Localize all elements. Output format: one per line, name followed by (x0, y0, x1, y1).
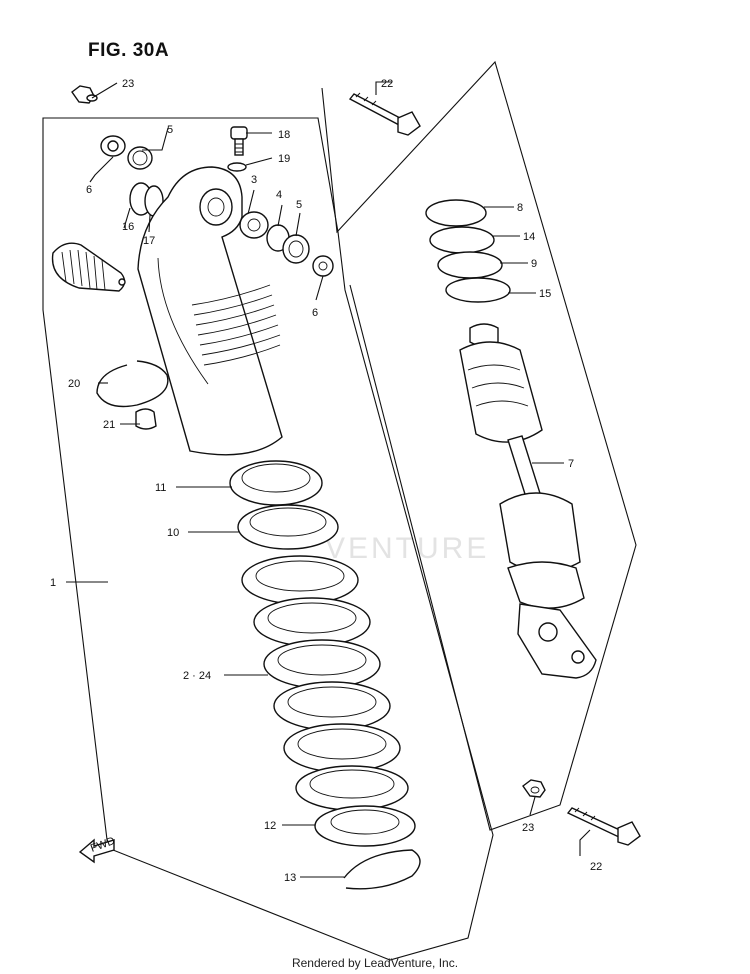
callout-15: 15 (539, 288, 551, 300)
damper-frame (321, 60, 637, 831)
watermark: VENTURE (325, 532, 489, 565)
callout-17: 17 (143, 235, 155, 247)
callout-6: 6 (86, 184, 92, 196)
callout-9: 9 (531, 258, 537, 270)
leader-lines (66, 81, 591, 878)
coil-spring-part-2 (241, 555, 409, 811)
callout-10: 10 (167, 527, 179, 539)
callout-22: 22 (590, 861, 602, 873)
flange-nut-part-23-top (71, 85, 98, 104)
callout-21: 21 (103, 419, 115, 431)
cap-part-21 (135, 408, 157, 430)
callout-19: 19 (278, 153, 290, 165)
assembly-frame (42, 117, 494, 961)
fwd-arrow-icon (78, 838, 115, 864)
bolt-part-18 (230, 126, 248, 156)
ring-part-9 (437, 251, 503, 279)
clip-part-13 (343, 849, 421, 890)
bearing-part-3 (239, 211, 269, 239)
reservoir-bladder (51, 242, 126, 292)
callout-6: 6 (312, 307, 318, 319)
callout-16: 16 (122, 221, 134, 233)
seal-part-5-left (127, 146, 153, 170)
callout-2-24: 2 · 24 (183, 670, 211, 682)
nut-part-11 (229, 460, 323, 506)
ring-part-15 (445, 277, 511, 303)
callout-8: 8 (517, 202, 523, 214)
damper-rod-part-7 (459, 323, 597, 679)
bushing-part-6-left (100, 135, 126, 157)
locknut-part-10 (237, 504, 339, 550)
callout-18: 18 (278, 129, 290, 141)
footer-credit: Rendered by LeadVenture, Inc. (291, 956, 459, 970)
shock-body (137, 166, 283, 456)
ring-part-8 (425, 199, 487, 227)
callout-23: 23 (122, 78, 134, 90)
callout-4: 4 (276, 189, 282, 201)
callout-5: 5 (296, 199, 302, 211)
seal-part-5-right (282, 234, 310, 264)
callout-22: 22 (381, 78, 393, 90)
ring-part-14 (429, 226, 495, 254)
callout-20: 20 (68, 378, 80, 390)
callout-13: 13 (284, 872, 296, 884)
callout-3: 3 (251, 174, 257, 186)
callout-1: 1 (50, 577, 56, 589)
spring-seat-part-12 (314, 805, 416, 847)
callout-23: 23 (522, 822, 534, 834)
callout-5: 5 (167, 124, 173, 136)
bushing-part-6-right (312, 255, 334, 277)
callout-12: 12 (264, 820, 276, 832)
figure-title: FIG. 30A (88, 40, 170, 61)
washer-part-19 (227, 162, 247, 172)
callout-7: 7 (568, 458, 574, 470)
flange-nut-part-23-bottom (522, 779, 546, 798)
bolt-part-22-bottom (566, 807, 641, 846)
callout-11: 11 (155, 482, 166, 494)
bolt-part-22-top (348, 92, 421, 136)
callout-14: 14 (523, 231, 535, 243)
clip-part-20 (96, 360, 169, 408)
